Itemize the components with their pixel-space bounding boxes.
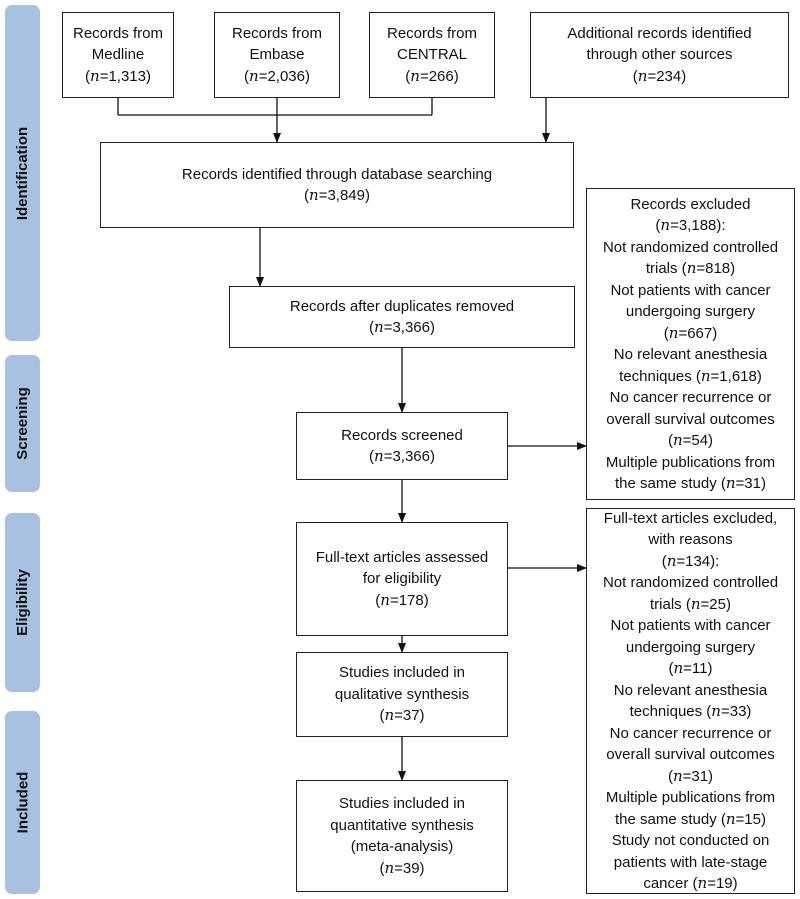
box-text-line: Not randomized controlled	[602, 238, 779, 256]
box-text-line: (n=39)	[379, 858, 425, 877]
box-text-line: cancer (n=19)	[643, 874, 738, 892]
box-quantitative-synthesis: Studies included in quantitative synthesi…	[296, 780, 508, 892]
phase-included-label: Included	[14, 771, 32, 834]
box-text-line: No relevant anesthesia	[613, 346, 768, 363]
box-text-line: the same study (n=15)	[614, 809, 766, 828]
box-text-line: No cancer recurrence or	[609, 724, 772, 742]
box-text-line: No cancer recurrence or	[609, 389, 772, 406]
box-fulltext-excluded: Full-text articles excluded, with reasons…	[586, 508, 795, 894]
box-text-line: Records after duplicates removed	[289, 297, 515, 315]
box-text-line: qualitative synthesis	[334, 685, 470, 703]
phase-identification-label: Identification	[14, 126, 31, 220]
box-text-line: Study not conducted on	[611, 832, 770, 849]
box-qualitative-synthesis: Studies included in qualitative synthesis…	[296, 652, 508, 737]
box-text-line: overall survival outcomes	[606, 746, 775, 763]
box-text-line: Records identified through database sear…	[181, 165, 493, 183]
box-text-line: (n=3,366)	[369, 318, 435, 336]
box-records-excluded: Records excluded (n=3,188): Not randomized…	[586, 188, 795, 500]
phase-eligibility-label: Eligibility	[14, 569, 31, 636]
box-text-line: (n=667)	[663, 323, 718, 342]
box-text-line: (n=3,849)	[304, 186, 370, 204]
box-text-line: Full-text articles excluded,	[603, 509, 778, 527]
box-text-line: CENTRAL	[396, 46, 467, 64]
box-text-line: (n=31)	[667, 766, 714, 785]
box-text-line: for eligibility	[362, 570, 442, 588]
box-text-line: Records excluded	[630, 195, 751, 213]
box-text-line: (n=134):	[661, 551, 720, 570]
box-text-line: (n=2,036)	[244, 66, 310, 85]
box-text-line: (n=3,188):	[655, 216, 726, 234]
box-text-line: Embase	[249, 46, 305, 64]
box-text-line: Not patients with cancer	[610, 617, 771, 634]
box-text-line: Full-text articles assessed	[315, 548, 489, 566]
box-text-line: trials (n=818)	[645, 259, 736, 277]
box-text-line: (meta-analysis)	[350, 838, 454, 855]
box-text-line: Studies included in	[339, 795, 465, 812]
box-text-line: Records screened	[341, 426, 463, 444]
phase-screening-label: Screening	[14, 387, 31, 460]
box-text-line: Multiple publications from	[605, 453, 776, 471]
box-text-line: Records from	[386, 24, 478, 42]
box-text-line: undergoing surgery	[625, 303, 756, 320]
box-text-line: Multiple publications from	[605, 789, 776, 806]
box-text-line: (n=1,313)	[85, 66, 151, 85]
box-text-line: undergoing surgery	[625, 638, 756, 656]
box-text-line: with reasons	[648, 531, 733, 548]
box-records-identified: Records identified through database sear…	[100, 142, 574, 228]
box-text-line: (n=266)	[405, 66, 459, 85]
box-duplicates-removed: Records after duplicates removed (n=3,366…	[229, 286, 575, 348]
box-text-line: No relevant anesthesia	[613, 681, 768, 699]
box-text-line: Additional records identified	[567, 24, 752, 42]
box-text-line: Not randomized controlled	[602, 574, 779, 591]
box-fulltext-assessed: Full-text articles assessed for eligibili…	[296, 522, 508, 636]
box-text-line: techniques (n=1,618)	[619, 366, 762, 385]
box-text-line: (n=37)	[379, 706, 425, 725]
box-records-screened: Records screened (n=3,366)	[296, 412, 508, 480]
box-records-other-sources: Additional records identified through oth…	[530, 12, 789, 98]
phase-identification: Identification	[5, 5, 40, 341]
box-text-line: (n=3,366)	[369, 447, 435, 465]
box-text-line: Records from	[231, 24, 323, 42]
box-text-line: through other sources	[586, 46, 733, 64]
box-text-line: (n=234)	[632, 66, 687, 85]
box-text-line: (n=11)	[668, 659, 713, 677]
box-text-line: Not patients with cancer	[610, 281, 771, 299]
phase-eligibility: Eligibility	[5, 513, 40, 692]
box-text-line: quantitative synthesis	[330, 816, 474, 834]
box-text-line: Medline	[91, 46, 145, 64]
box-text-line: (n=54)	[667, 431, 714, 449]
box-text-line: Records from	[72, 24, 164, 42]
box-text-line: patients with late-stage	[613, 853, 768, 871]
box-text-line: techniques (n=33)	[629, 702, 752, 720]
phase-included: Included	[5, 711, 40, 894]
box-text-line: overall survival outcomes	[606, 410, 775, 428]
box-text-line: (n=178)	[375, 590, 429, 609]
box-text-line: Studies included in	[339, 664, 465, 682]
box-text-line: trials (n=25)	[650, 594, 731, 613]
box-text-line: the same study (n=31)	[614, 474, 766, 492]
phase-screening: Screening	[5, 355, 40, 492]
